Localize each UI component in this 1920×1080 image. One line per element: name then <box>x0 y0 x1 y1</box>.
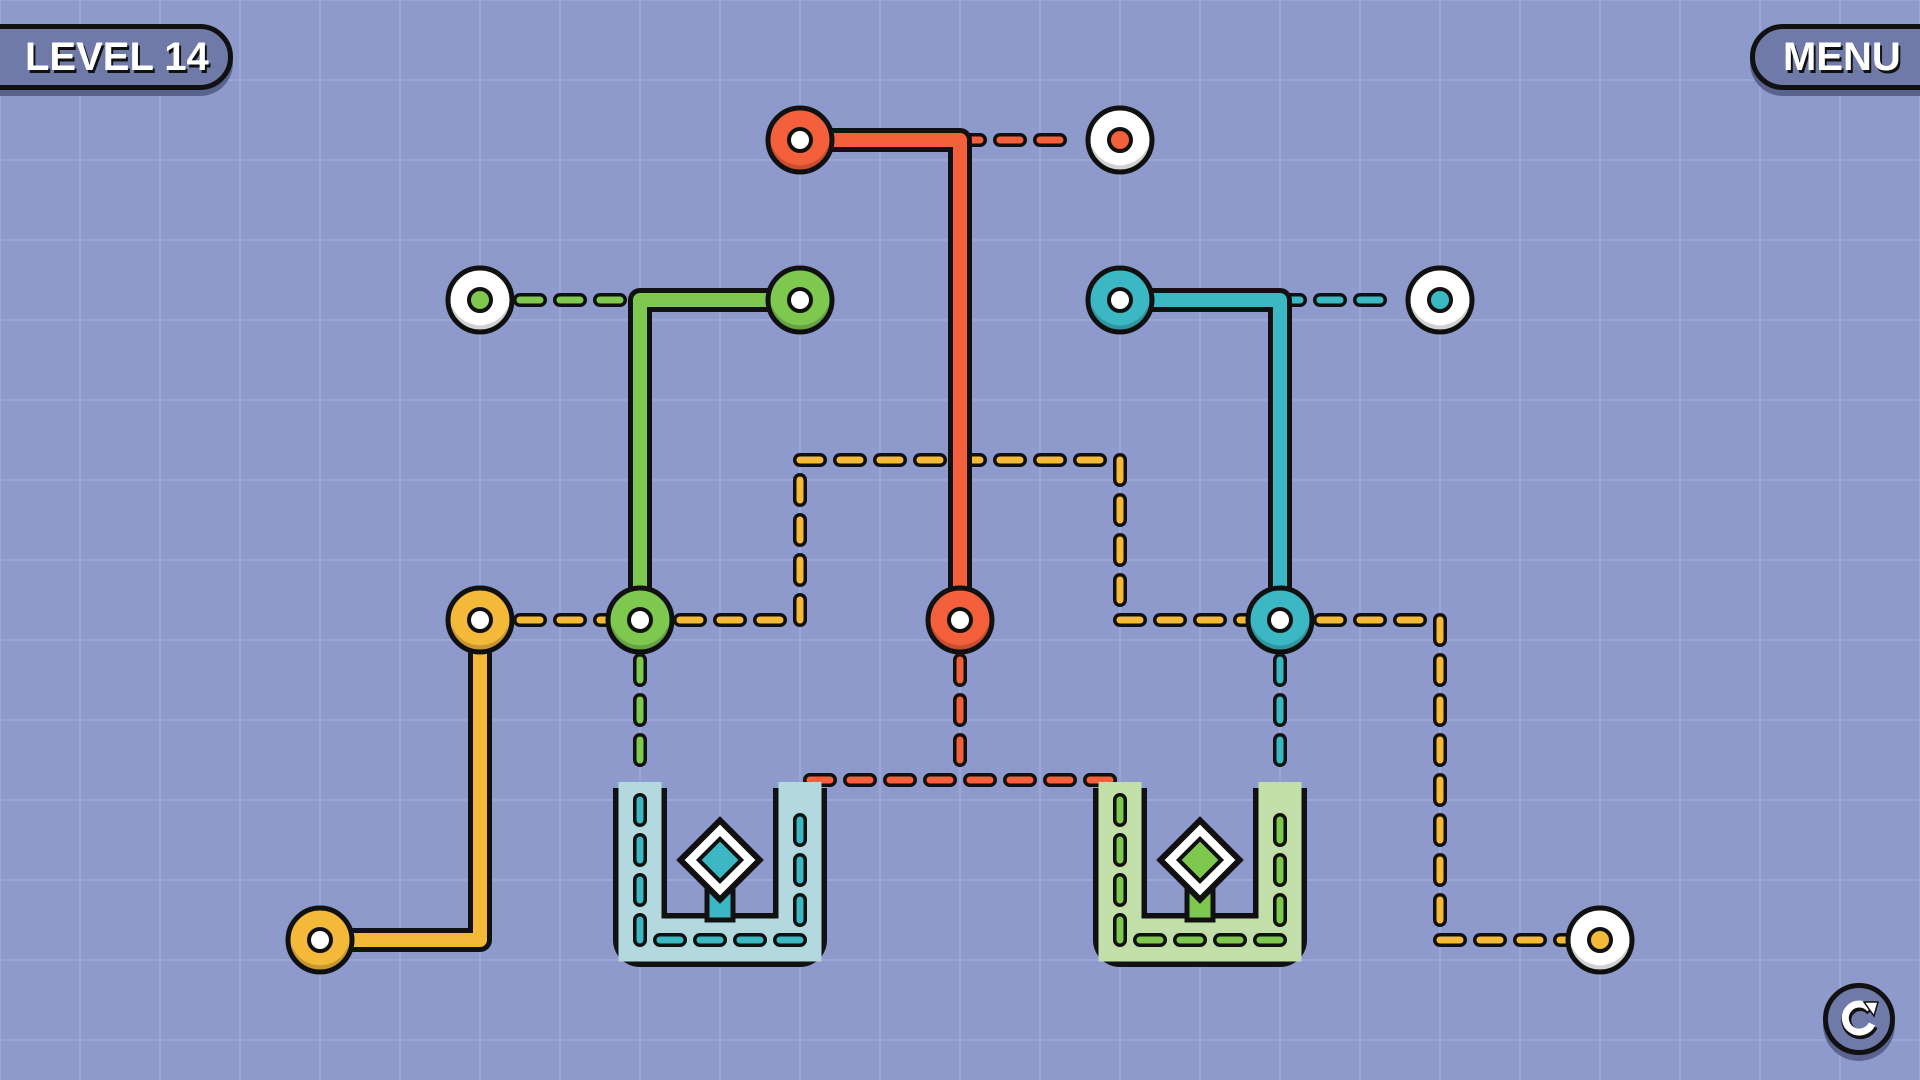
cyan-target-cup-diamond-gem-icon <box>695 835 745 885</box>
yellow-node-end-shade <box>452 626 508 654</box>
yellow-dashed-path-fill <box>476 456 1604 944</box>
cyan-node-start <box>1085 265 1155 335</box>
menu-label: MENU <box>1783 34 1901 79</box>
red-node-end <box>925 585 995 655</box>
red-node-start-shade <box>772 146 828 174</box>
cyan-target-cup-inner-dashes <box>633 793 807 947</box>
yellow-pipe-fill <box>313 613 487 947</box>
red-node-target-shade <box>1092 146 1148 174</box>
yellow-node-target-shade <box>1572 946 1628 974</box>
yellow-pipe-outline <box>308 608 492 952</box>
red-pipe <box>788 128 972 632</box>
yellow-node-start-shade <box>292 946 348 974</box>
green-target-cup-inner-dashes-fill <box>1116 796 1284 944</box>
yellow-node-start <box>285 905 355 975</box>
cyan-node-target-shade <box>1412 306 1468 334</box>
level-badge: LEVEL 14 <box>0 24 233 90</box>
green-node-target-center <box>467 287 493 313</box>
red-node-target <box>1085 105 1155 175</box>
restart-arrow-icon <box>1841 1000 1879 1040</box>
green-node-target <box>445 265 515 335</box>
cyan-node-end-center <box>1267 607 1293 633</box>
green-target-cup-inner-dashes <box>1113 793 1287 947</box>
red-pipe-outline <box>788 128 972 632</box>
cyan-node-target <box>1405 265 1475 335</box>
green-pipe-fill <box>633 293 807 627</box>
red-node-end-shade <box>932 626 988 654</box>
menu-button[interactable]: MENU <box>1750 24 1920 90</box>
yellow-dashed-path <box>473 453 1607 947</box>
cyan-node-target-center <box>1427 287 1453 313</box>
green-target-cup <box>1093 782 1307 967</box>
yellow-node-end <box>445 585 515 655</box>
green-node-start-center <box>787 287 813 313</box>
green-node-end-center <box>627 607 653 633</box>
green-node-target-shade <box>452 306 508 334</box>
green-node-start <box>765 265 835 335</box>
cyan-node-end <box>1245 585 1315 655</box>
yellow-node-target <box>1565 905 1635 975</box>
level-label: LEVEL 14 <box>25 34 209 79</box>
green-pipe <box>628 288 812 632</box>
cyan-target-cup <box>613 782 827 967</box>
yellow-pipe <box>308 608 492 952</box>
red-node-end-center <box>947 607 973 633</box>
restart-button[interactable] <box>1823 983 1895 1055</box>
yellow-node-end-center <box>467 607 493 633</box>
green-node-end <box>605 585 675 655</box>
yellow-node-start-center <box>307 927 333 953</box>
cyan-pipe <box>1108 288 1292 632</box>
red-node-target-center <box>1107 127 1133 153</box>
cyan-pipe-fill <box>1113 293 1287 627</box>
red-pipe-fill <box>793 133 967 627</box>
cyan-target-cup-inner-dashes-fill <box>636 796 804 944</box>
yellow-node-target-center <box>1587 927 1613 953</box>
cyan-node-end-shade <box>1252 626 1308 654</box>
cyan-pipe-outline <box>1108 288 1292 632</box>
green-node-end-shade <box>612 626 668 654</box>
green-target-cup-diamond-gem-icon <box>1175 835 1225 885</box>
green-pipe-outline <box>628 288 812 632</box>
red-node-start <box>765 105 835 175</box>
green-node-start-shade <box>772 306 828 334</box>
red-node-start-center <box>787 127 813 153</box>
cyan-node-start-shade <box>1092 306 1148 334</box>
cyan-node-start-center <box>1107 287 1133 313</box>
